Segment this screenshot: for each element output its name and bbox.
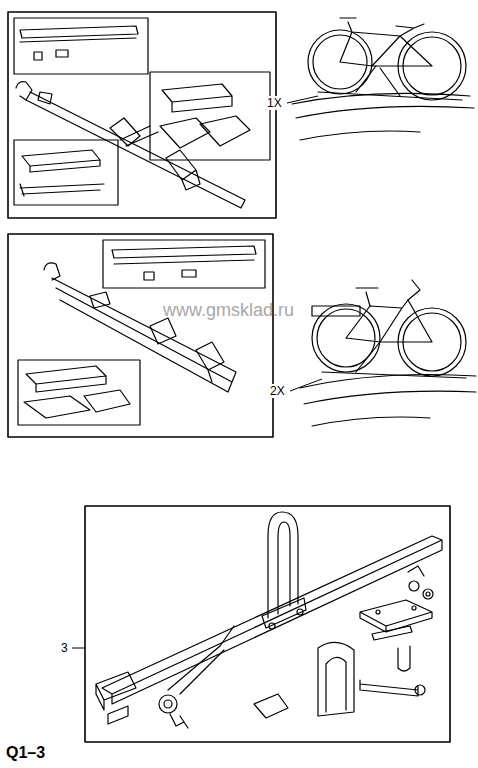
leader-lines [72,96,322,648]
callout-number: 3 [60,641,69,655]
figure-number: Q1–3 [5,744,46,762]
callout-number: 1X [266,96,283,110]
watermark: www.gmsklad.ru [162,300,295,320]
callout-number: 2X [269,384,286,398]
